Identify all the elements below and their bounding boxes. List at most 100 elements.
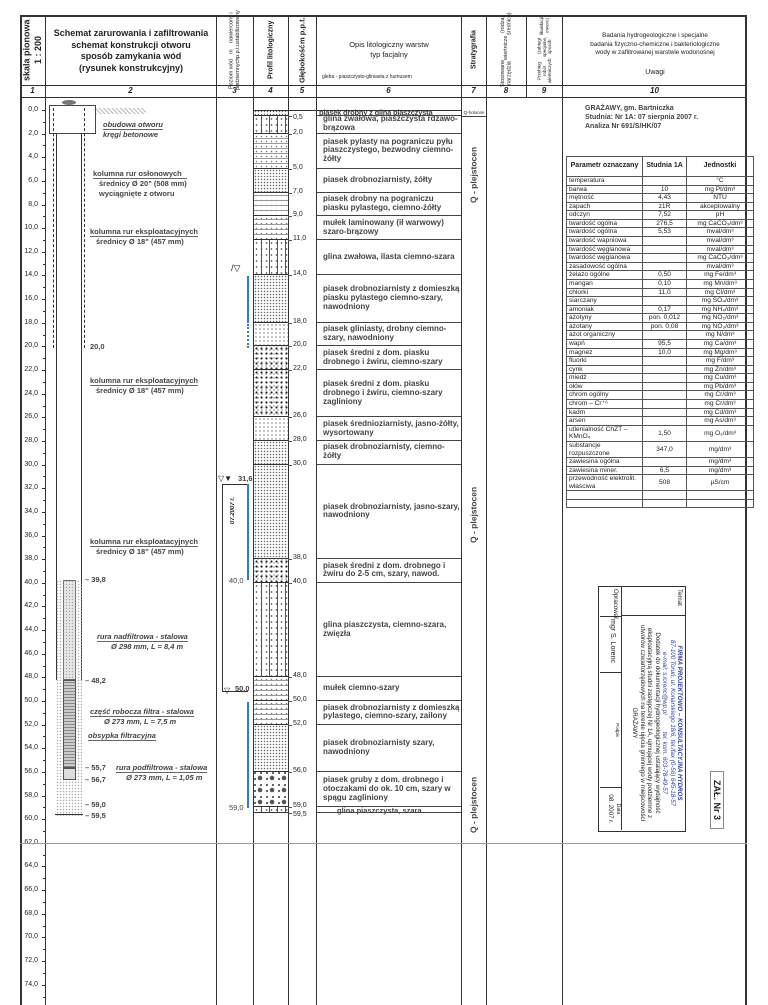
depth-label: 14,0 bbox=[293, 270, 307, 278]
scale-label: 38,0 bbox=[24, 555, 38, 563]
table-cell: chrom – Cr⁺⁶ bbox=[566, 399, 643, 409]
scale-tick bbox=[43, 949, 45, 951]
topic-text: Dodatek do dokumentacji hydrogeologiczne… bbox=[631, 624, 661, 822]
table-cell bbox=[642, 253, 687, 263]
column-number: 2 bbox=[128, 86, 133, 95]
scale-tick bbox=[42, 464, 45, 466]
label-line: Ø 273 mm, L = 1,05 m bbox=[126, 773, 203, 783]
table-cell: mg Cl/dm³ bbox=[686, 287, 754, 298]
scale-tick bbox=[42, 630, 45, 632]
scale-tick bbox=[43, 429, 45, 431]
scale-label: 0,0 bbox=[28, 106, 38, 113]
scale-tick bbox=[43, 665, 45, 667]
scale-tick bbox=[42, 511, 45, 513]
scale-tick bbox=[43, 760, 45, 762]
author-label: Opracował bbox=[600, 587, 621, 619]
firm-address: 87-100 Toruń, ul. Konarskiego 18/6, tel.… bbox=[668, 639, 676, 807]
lithology-layer bbox=[254, 807, 288, 814]
table-cell: 11,0 bbox=[642, 287, 687, 298]
table-cell bbox=[686, 490, 754, 500]
lithology-layer bbox=[254, 169, 288, 193]
ground-surface bbox=[96, 108, 146, 114]
lithology-layer bbox=[254, 464, 288, 560]
scale-label: 12,0 bbox=[24, 247, 38, 255]
depth-tick bbox=[288, 417, 292, 419]
scale-tick bbox=[42, 890, 45, 892]
layer-description: piasek pylasty na pograniczu pyłu piaszc… bbox=[317, 134, 461, 170]
table-cell bbox=[566, 490, 643, 500]
layer-description: piasek średnioziarnisty, jasno-żółty, wy… bbox=[317, 417, 461, 441]
table-cell: substancje rozpuszczone bbox=[566, 440, 643, 459]
table-cell: magnez bbox=[566, 347, 643, 358]
scale-tick bbox=[43, 263, 45, 265]
layer-description-text: glina zwałowa, ilasta ciemno-szara bbox=[323, 251, 455, 261]
scale-label: 52,0 bbox=[24, 720, 38, 728]
bottom-line bbox=[55, 814, 83, 815]
lithology-layer bbox=[254, 240, 288, 276]
table-cell: 0,10 bbox=[642, 278, 687, 289]
analysis-number: Analiza Nr 691/S/HK/07 bbox=[585, 123, 662, 131]
scale-label: 64,0 bbox=[24, 862, 38, 870]
scale-label: 22,0 bbox=[24, 366, 38, 374]
layer-description: piasek drobny z glina piaszczysta bbox=[317, 109, 461, 116]
layer-description-text: piasek drobnoziarnisty, ciemno-żółty bbox=[323, 442, 445, 461]
table-cell: utlenialność ChZT – KMnO₄ bbox=[566, 424, 643, 442]
table-cell: twardość ogólna bbox=[566, 218, 643, 229]
layer-description-text: glina zwałowa, piaszczysta rdzawo-brązow… bbox=[323, 114, 458, 133]
scale-label: 36,0 bbox=[24, 531, 38, 539]
firm-name: FIRMA PROJEKTOWO – KONSULTACYJNA HYDROS bbox=[676, 645, 683, 801]
column-number: 4 bbox=[268, 86, 273, 95]
scale-tick bbox=[43, 854, 45, 856]
label-line: wyciągnięte z otworu bbox=[99, 188, 175, 198]
column-number: 1 bbox=[30, 86, 35, 95]
depth-label: 56,0 bbox=[293, 766, 307, 774]
header-line: (rodzaj, średnica) bbox=[499, 12, 513, 36]
table-cell bbox=[642, 407, 687, 418]
header-divider bbox=[20, 85, 747, 86]
table-cell: NTU bbox=[686, 193, 754, 203]
depth-label: 52,0 bbox=[293, 719, 307, 727]
depth-label: 28,0 bbox=[293, 435, 307, 443]
header-line: Schemat zarurowania i zafiltrowania bbox=[53, 28, 209, 38]
table-cell: z1R bbox=[642, 201, 687, 212]
table-cell bbox=[642, 457, 687, 467]
depth-tick bbox=[288, 346, 292, 348]
lithology-layer bbox=[254, 110, 288, 116]
table-cell: mg Mn/dm³ bbox=[686, 278, 754, 289]
table-cell bbox=[642, 330, 687, 340]
table-cell bbox=[642, 498, 687, 509]
stratigraphy-pleistocene: Q - plejstocen bbox=[468, 486, 479, 544]
scale-label: 14,0 bbox=[24, 271, 38, 279]
scale-label: 40,0 bbox=[24, 578, 38, 586]
scale-label: 54,0 bbox=[24, 744, 38, 752]
table-cell: 5,53 bbox=[642, 227, 687, 238]
layer-description: piasek średni z dom. piasku drobnego i ż… bbox=[317, 370, 461, 418]
col-line bbox=[526, 15, 527, 97]
table-cell: mg Fe/dm³ bbox=[686, 270, 754, 280]
depth-label: 5,0 bbox=[293, 164, 303, 172]
table-header-cell: Jednostki bbox=[686, 156, 754, 177]
scale-tick bbox=[42, 228, 45, 230]
below-filter-pipe bbox=[63, 768, 76, 780]
depth-48-2: – 48,2 bbox=[85, 676, 106, 685]
col-line bbox=[216, 15, 217, 1005]
scale-tick bbox=[42, 913, 45, 915]
layer-description-text: piasek drobny na pograniczu piasku pylas… bbox=[323, 194, 442, 213]
scale-tick bbox=[42, 417, 45, 419]
scale-tick bbox=[43, 334, 45, 336]
scale-tick bbox=[43, 689, 45, 691]
scale-label: 46,0 bbox=[24, 649, 38, 657]
column-number: 6 bbox=[386, 86, 391, 95]
scale-tick bbox=[42, 937, 45, 939]
table-cell: zasadowość ogólna bbox=[566, 261, 643, 272]
scale-tick bbox=[43, 523, 45, 525]
scale-tick bbox=[42, 866, 45, 868]
table-cell bbox=[566, 498, 643, 509]
layer-description-text: glina piaszczysta, szara bbox=[337, 806, 422, 816]
scale-label: 48,0 bbox=[24, 673, 38, 681]
